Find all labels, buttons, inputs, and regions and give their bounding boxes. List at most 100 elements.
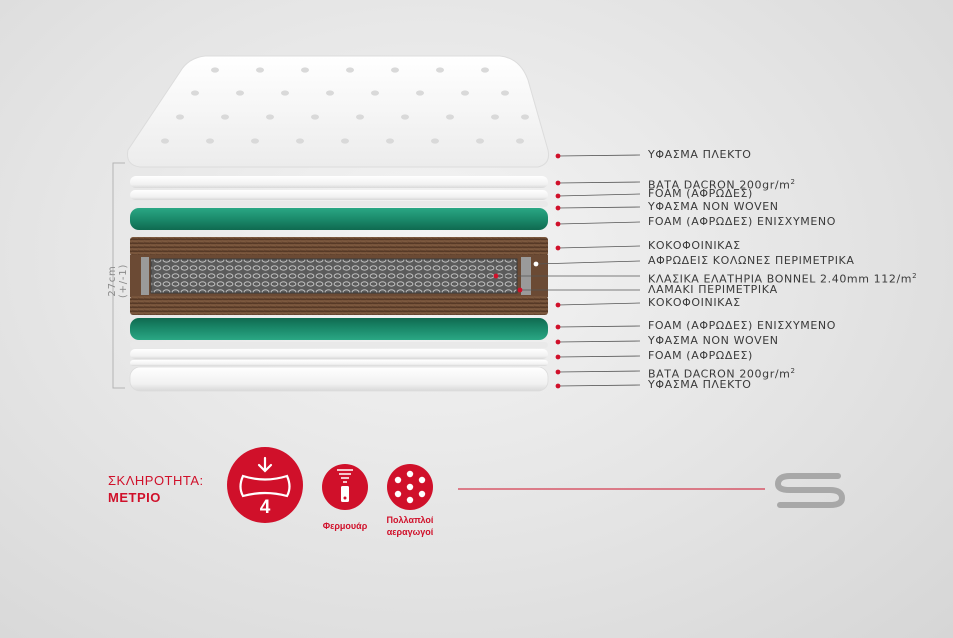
layer-label-text: ΒΑΤΑ DACRON 200gr/m	[648, 367, 791, 381]
foam-layer-top	[130, 190, 548, 200]
nonwoven-layer-top	[130, 201, 548, 207]
top-quilted-layer	[127, 55, 549, 168]
air-vents-icon	[387, 464, 433, 510]
quilting-tuft	[461, 90, 469, 96]
leader-line	[557, 384, 641, 387]
quilting-tuft	[416, 90, 424, 96]
layer-label-superscript: 2	[912, 272, 918, 280]
perimeter-foam-left	[141, 257, 149, 295]
quilting-tuft	[501, 90, 509, 96]
callout-leaders	[493, 153, 641, 389]
layer-label-text: ΚΛΑΣΙΚΑ ΕΛΑΤΗΡΙΑ BONNEL 2.40mm 112/m	[648, 272, 913, 286]
dacron-layer-bottom	[130, 360, 548, 366]
firmness-arrow-icon	[257, 456, 273, 473]
leader-dot	[555, 302, 561, 308]
leader-dot	[555, 205, 561, 211]
layer-label-text: FOAM (ΑΦΡΩΔΕΣ) ΕΝΙΣΧΥΜΕΝΟ	[648, 215, 836, 228]
leader-line	[557, 302, 641, 306]
reinforced-foam-bottom	[130, 318, 548, 340]
layer-label: ΚΛΑΣΙΚΑ ΕΛΑΤΗΡΙΑ BONNEL 2.40mm 112/m2	[648, 269, 917, 287]
layer-label: ΒΑΤΑ DACRON 200gr/m2	[648, 364, 796, 382]
leader-dot	[555, 180, 561, 186]
layer-label-text: ΥΦΑΣΜΑ ΠΛΕΚΤΟ	[648, 148, 752, 161]
leader-line	[557, 340, 641, 343]
leader-line	[557, 181, 641, 184]
layer-label-text: ΥΦΑΣΜΑ ΠΛΕΚΤΟ	[648, 378, 752, 391]
layer-label-text: FOAM (ΑΦΡΩΔΕΣ)	[648, 187, 753, 200]
zipper-label: Φερμουάρ	[322, 521, 368, 531]
coconut-layer-top	[130, 237, 548, 256]
air-vents-label-line1: Πολλαπλοί	[386, 515, 434, 525]
quilting-tuft	[176, 114, 184, 120]
layer-label-text: FOAM (ΑΦΡΩΔΕΣ)	[648, 349, 753, 362]
quilting-tuft	[356, 114, 364, 120]
quilting-tuft	[491, 114, 499, 120]
zipper-icon	[322, 464, 368, 510]
quilting-tuft	[206, 138, 214, 144]
quilting-tuft	[476, 138, 484, 144]
quilting-tuft	[446, 114, 454, 120]
leader-line	[557, 206, 641, 209]
layer-label: ΥΦΑΣΜΑ ΠΛΕΚΤΟ	[648, 148, 752, 162]
quilting-tuft	[516, 138, 524, 144]
coconut-layer-bottom	[130, 296, 548, 315]
height-bracket	[112, 162, 125, 389]
leader-dot	[533, 261, 539, 267]
foam-layer-bottom	[130, 349, 548, 359]
quilting-tuft	[341, 138, 349, 144]
quilting-tuft	[431, 138, 439, 144]
leader-dot	[555, 369, 561, 375]
quilting-tuft	[521, 114, 529, 120]
leader-line	[557, 325, 641, 328]
quilting-tuft	[346, 67, 354, 73]
layer-label: ΑΦΡΩΔΕΙΣ ΚΟΛΩΝΕΣ ΠΕΡΙΜΕΤΡΙΚΑ	[648, 254, 855, 268]
leader-line	[535, 260, 641, 265]
leader-dot	[493, 273, 499, 279]
layer-label: ΥΦΑΣΜΑ ΠΛΕΚΤΟ	[648, 378, 752, 392]
leader-line	[557, 193, 641, 197]
quilting-tuft	[221, 114, 229, 120]
leader-dot	[555, 245, 561, 251]
layer-label-text: ΑΦΡΩΔΕΙΣ ΚΟΛΩΝΕΣ ΠΕΡΙΜΕΤΡΙΚΑ	[648, 254, 855, 267]
leader-dot	[555, 221, 561, 227]
leader-dot	[555, 354, 561, 360]
layer-label: ΥΦΑΣΜΑ NON WOVEN	[648, 334, 779, 348]
quilting-tuft	[311, 114, 319, 120]
reinforced-foam-top	[130, 208, 548, 230]
quilting-tufts	[161, 67, 529, 144]
layer-label-text: ΚΟΚΟΦΟΙΝΙΚΑΣ	[648, 239, 741, 252]
quilting-tuft	[436, 67, 444, 73]
layer-label: FOAM (ΑΦΡΩΔΕΣ)	[648, 187, 753, 201]
layer-label: ΚΟΚΟΦΟΙΝΙΚΑΣ	[648, 239, 741, 253]
layer-label-text: ΚΟΚΟΦΟΙΝΙΚΑΣ	[648, 296, 741, 309]
quilting-tuft	[401, 114, 409, 120]
quilting-tuft	[391, 67, 399, 73]
leader-line	[557, 355, 641, 358]
firmness-value: ΜΕΤΡΙΟ	[108, 490, 161, 505]
quilting-tuft	[191, 90, 199, 96]
leader-line	[557, 154, 641, 157]
quilting-tuft	[301, 67, 309, 73]
knit-fabric-bottom	[129, 366, 549, 392]
brand-logo-icon	[774, 473, 846, 508]
leader-dot	[555, 153, 561, 159]
layer-label-text: FOAM (ΑΦΡΩΔΕΣ) ΕΝΙΣΧΥΜΕΝΟ	[648, 319, 836, 332]
mattress-pressure-icon	[239, 474, 291, 498]
layer-label: FOAM (ΑΦΡΩΔΕΣ) ΕΝΙΣΧΥΜΕΝΟ	[648, 319, 836, 333]
quilting-tuft	[161, 138, 169, 144]
quilting-tuft	[236, 90, 244, 96]
quilting-tuft	[371, 90, 379, 96]
quilting-tuft	[281, 90, 289, 96]
layer-label-text: ΒΑΤΑ DACRON 200gr/m	[648, 178, 791, 192]
leader-dot	[555, 339, 561, 345]
firmness-level: 4	[259, 497, 271, 518]
layer-label: ΒΑΤΑ DACRON 200gr/m2	[648, 175, 796, 193]
leader-dot	[555, 193, 561, 199]
layer-label-superscript: 2	[790, 367, 796, 375]
firmness-title: ΣΚΛΗΡΟΤΗΤΑ:	[108, 473, 204, 488]
air-vents-label-line2: αεραγωγοί	[386, 527, 434, 537]
leader-dot	[517, 287, 523, 293]
quilting-tuft	[266, 114, 274, 120]
